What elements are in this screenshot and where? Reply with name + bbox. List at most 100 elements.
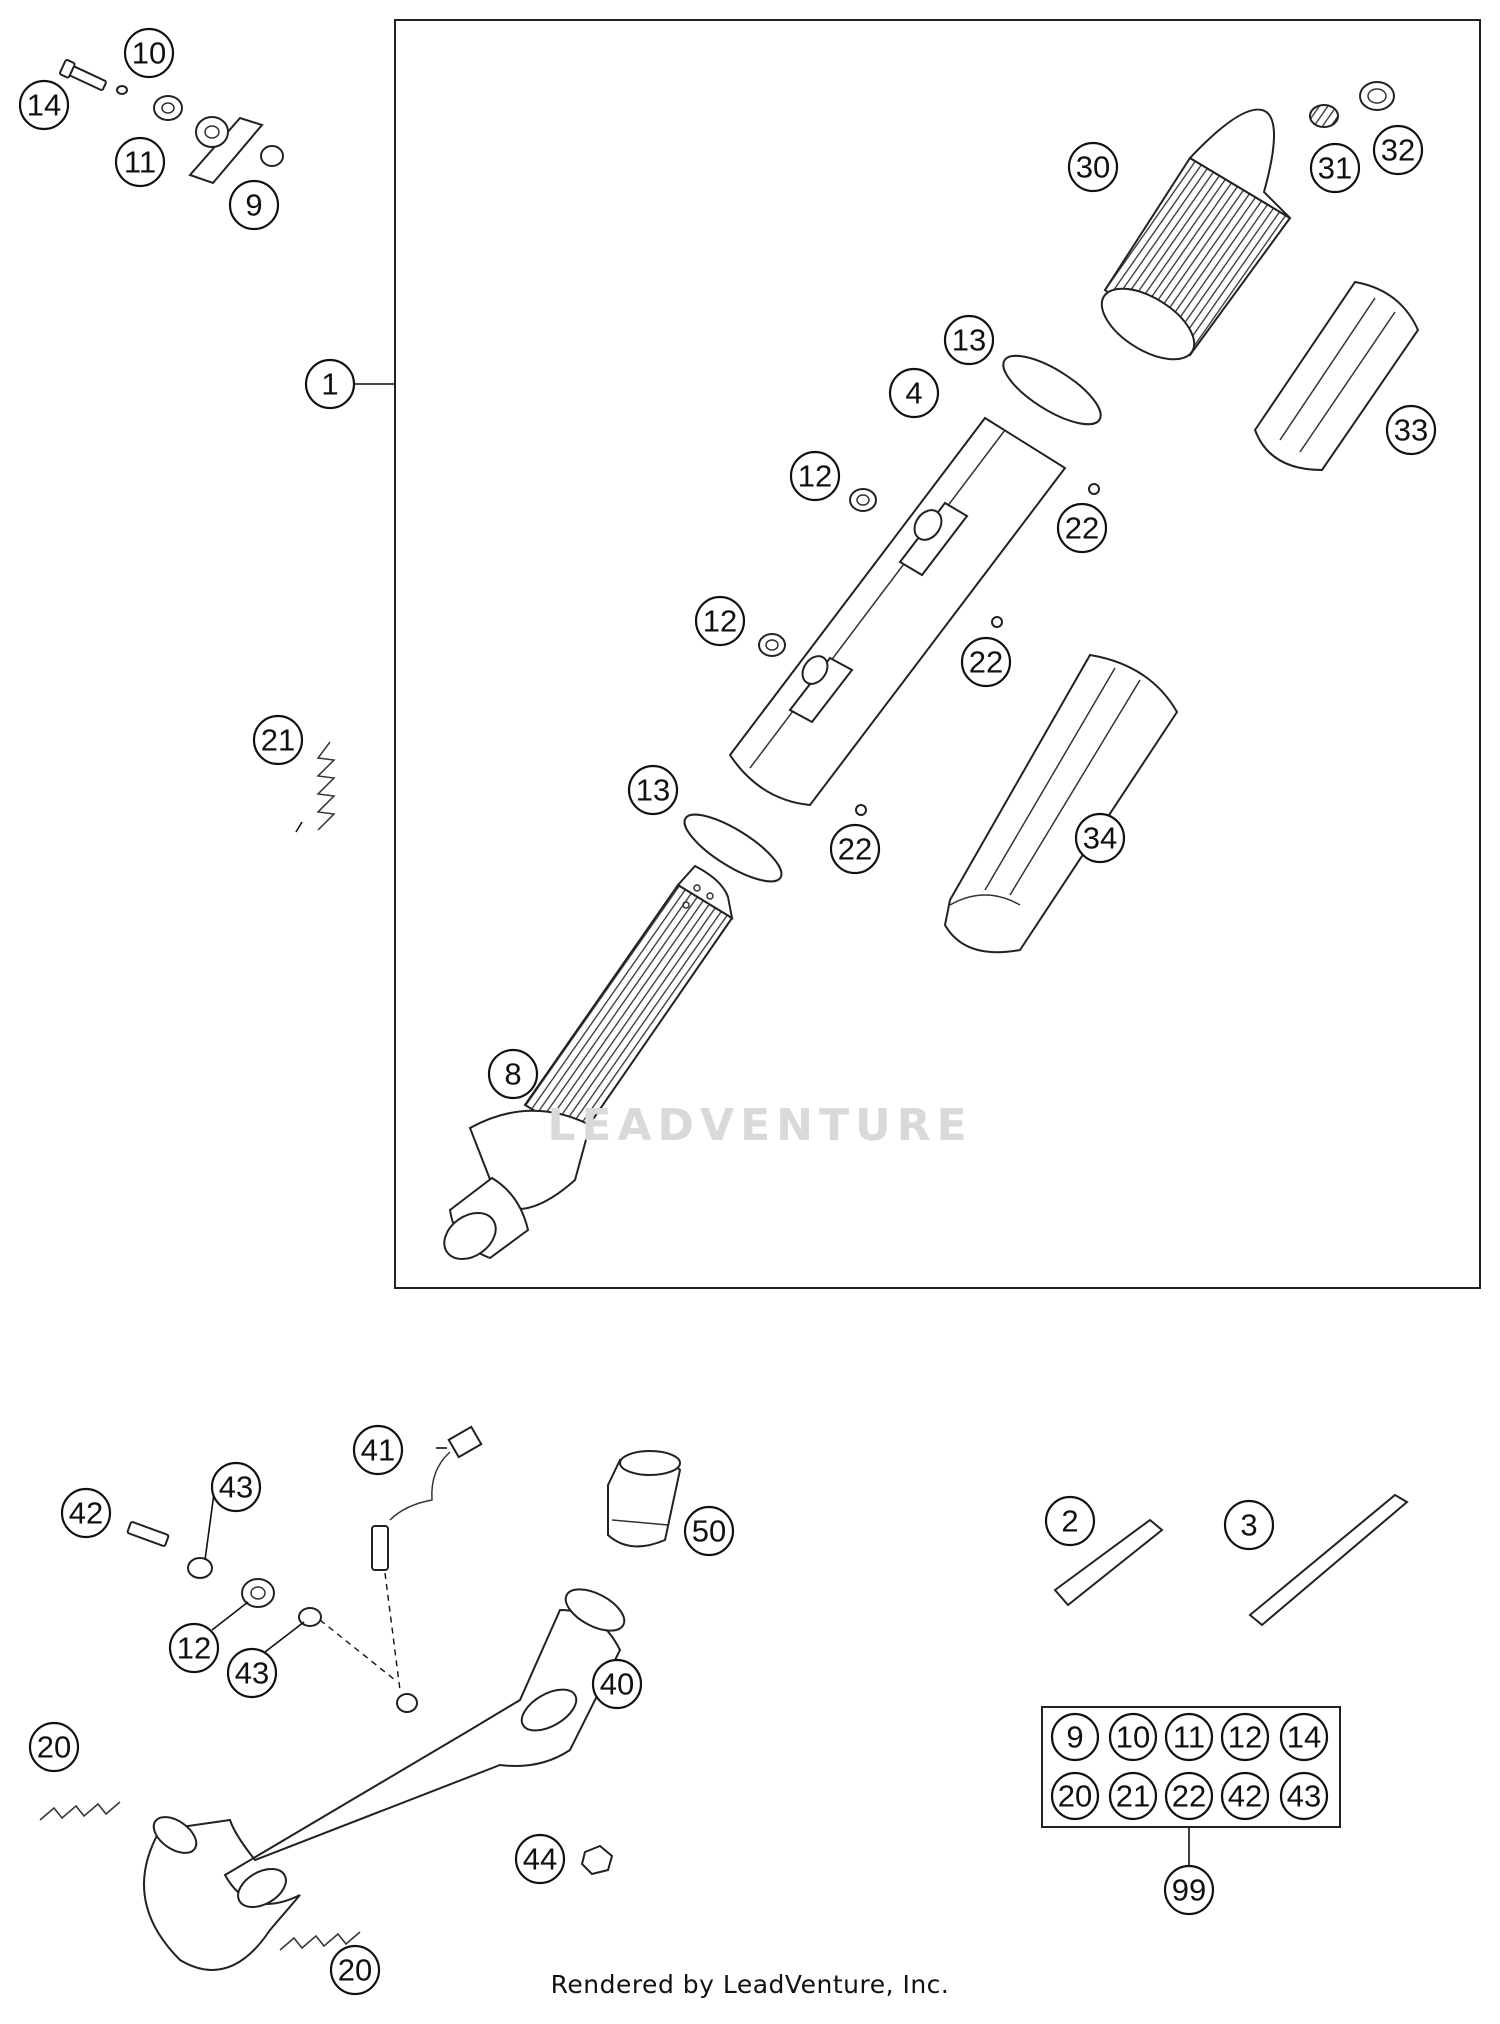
callout-c43b: 43 (226, 1647, 278, 1699)
callout-k12: 12 (1220, 1712, 1270, 1762)
callout-label: 21 (1116, 1779, 1150, 1814)
callout-label: 20 (1058, 1779, 1092, 1814)
callout-label: 40 (600, 1667, 634, 1702)
callout-c31: 31 (1309, 142, 1361, 194)
callout-k14: 14 (1279, 1712, 1329, 1762)
callout-label: 43 (235, 1656, 269, 1691)
callout-label: 22 (838, 832, 872, 867)
callout-label: 1 (321, 367, 338, 402)
grommet-part-12-header (241, 1578, 275, 1608)
hardware-kit-box (1041, 1706, 1341, 1828)
callout-c12a: 12 (789, 450, 841, 502)
callout-c14a: 14 (18, 79, 70, 131)
callout-label: 22 (969, 645, 1003, 680)
callout-label: 8 (504, 1057, 521, 1092)
gasket-part-13-lower (683, 813, 783, 883)
heat-shield-part-3 (1248, 1493, 1409, 1627)
inner-tube-part-8 (443, 864, 734, 1260)
callout-k20: 20 (1050, 1771, 1100, 1821)
callout-c1: 1 (304, 358, 356, 410)
washer-part-43-upper (187, 1557, 213, 1579)
sleeve-part-50 (607, 1450, 682, 1548)
callout-c11: 11 (114, 136, 166, 188)
rivet-part-22-c (855, 804, 867, 816)
callout-label: 99 (1172, 1873, 1206, 1908)
nut-part-44 (580, 1844, 614, 1876)
grommet-part-12-upper (849, 488, 877, 512)
callout-c22b: 22 (960, 636, 1012, 688)
callout-c20b: 20 (329, 1944, 381, 1996)
callout-label: 4 (905, 376, 922, 411)
callout-label: 33 (1394, 413, 1428, 448)
callout-label: 20 (37, 1730, 71, 1765)
callout-label: 12 (798, 459, 832, 494)
render-credit: Rendered by LeadVenture, Inc. (550, 1970, 950, 1999)
callout-label: 12 (177, 1631, 211, 1666)
spring-part-20-right (279, 1931, 361, 1951)
callout-label: 22 (1065, 511, 1099, 546)
sleeve-part-34 (943, 653, 1179, 954)
callout-label: 10 (1116, 1720, 1150, 1755)
callout-c20a: 20 (28, 1721, 80, 1773)
callout-c2: 2 (1044, 1495, 1096, 1547)
callout-label: 32 (1381, 133, 1415, 168)
callout-c43a: 43 (210, 1461, 262, 1513)
callout-k9: 9 (1050, 1712, 1100, 1762)
oxygen-sensor-part-41 (371, 1425, 483, 1691)
callout-label: 31 (1318, 151, 1352, 186)
callout-label: 50 (692, 1514, 726, 1549)
rivet-part-22-b (991, 616, 1003, 628)
callout-c99: 99 (1163, 1864, 1215, 1916)
callout-c33: 33 (1385, 404, 1437, 456)
callout-c30: 30 (1067, 141, 1119, 193)
callout-label: 10 (132, 36, 166, 71)
rivet-part-22-a (1088, 483, 1100, 495)
callout-c12c: 12 (168, 1622, 220, 1674)
callout-c42: 42 (60, 1487, 112, 1539)
callout-c32: 32 (1372, 124, 1424, 176)
callout-label: 9 (1066, 1720, 1083, 1755)
gasket-part-13-upper (1002, 354, 1102, 426)
callout-label: 13 (952, 323, 986, 358)
callout-k10: 10 (1108, 1712, 1158, 1762)
callout-k42: 42 (1220, 1771, 1270, 1821)
callout-label: 11 (1173, 1720, 1205, 1755)
callout-c8: 8 (487, 1048, 539, 1100)
callout-c10: 10 (123, 27, 175, 79)
heat-shield-part-2 (1053, 1518, 1164, 1607)
callout-label: 30 (1076, 150, 1110, 185)
spring-part-20-left (39, 1801, 121, 1821)
callout-label: 11 (124, 145, 156, 180)
plug-part-31 (1309, 104, 1339, 128)
grommet-part-32 (1359, 81, 1395, 111)
callout-c40: 40 (591, 1658, 643, 1710)
callout-label: 12 (1228, 1720, 1262, 1755)
end-cap-part-30 (1100, 108, 1292, 361)
callout-label: 14 (27, 88, 61, 123)
callout-c44: 44 (514, 1833, 566, 1885)
callout-label: 9 (245, 188, 262, 223)
callout-label: 21 (261, 723, 295, 758)
sleeve-part-33 (1253, 280, 1420, 472)
spring-part-21 (295, 741, 336, 833)
callout-c34: 34 (1074, 812, 1126, 864)
assembly-axis-line (319, 1619, 396, 1681)
callout-c50: 50 (683, 1505, 735, 1557)
muffler-body-part-4 (728, 416, 1067, 807)
callout-c13b: 13 (627, 764, 679, 816)
callout-k43: 43 (1279, 1771, 1329, 1821)
callout-c22a: 22 (1056, 502, 1108, 554)
header-pipe-part-40 (143, 1588, 626, 1971)
callout-c13a: 13 (943, 314, 995, 366)
silencer-assembly-frame (394, 19, 1481, 1289)
callout-c3: 3 (1223, 1499, 1275, 1551)
callout-label: 44 (523, 1842, 557, 1877)
callout-k11: 11 (1164, 1712, 1214, 1762)
mount-hardware-group (59, 59, 284, 185)
callout-label: 22 (1172, 1779, 1206, 1814)
callout-label: 43 (1287, 1779, 1321, 1814)
callout-c41: 41 (352, 1424, 404, 1476)
bolt-part-42 (126, 1521, 170, 1547)
